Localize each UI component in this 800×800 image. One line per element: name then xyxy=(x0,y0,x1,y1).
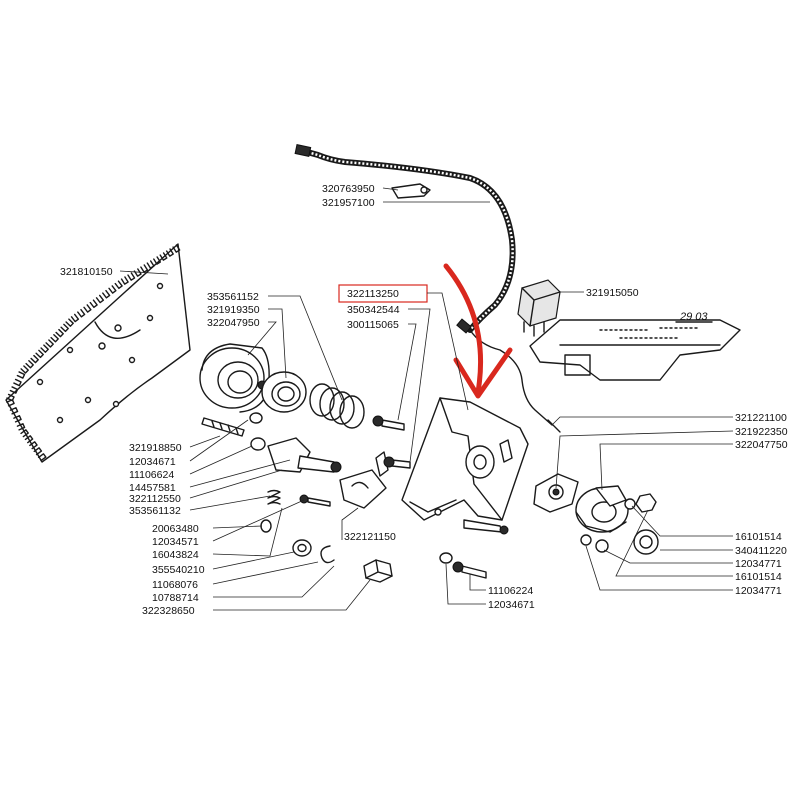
part-label: 20063480 xyxy=(152,523,199,535)
part-label: 12034671 xyxy=(129,456,176,468)
washer-11106224 xyxy=(439,552,453,564)
bracket-clip xyxy=(339,451,389,509)
highlighted-part-label: 322113250 xyxy=(347,288,399,300)
part-label: 321915050 xyxy=(586,287,639,299)
bushing xyxy=(260,519,272,533)
part-label: 322121150 xyxy=(344,531,396,543)
relay-box xyxy=(517,279,561,337)
part-label: 322047750 xyxy=(735,439,788,451)
washer-split xyxy=(292,539,312,557)
part-label: 322328650 xyxy=(142,605,195,617)
leader-lines xyxy=(119,187,734,611)
part-label: 300115065 xyxy=(347,319,399,331)
part-label: 322047950 xyxy=(207,317,260,329)
cable-clip xyxy=(391,183,431,199)
cable-harness xyxy=(294,144,561,433)
part-label: 12034571 xyxy=(152,536,199,548)
part-label: 353561132 xyxy=(129,505,181,517)
part-label: 321922350 xyxy=(735,426,788,438)
bearing-ring xyxy=(261,371,307,413)
part-label: 11068076 xyxy=(152,579,198,591)
nut-16101514 xyxy=(635,493,657,513)
part-label: 322112550 xyxy=(129,493,181,505)
washer-small-a xyxy=(249,412,263,424)
part-label: 340411220 xyxy=(735,545,787,557)
sensor-plate xyxy=(533,473,579,513)
washer-12034771 xyxy=(580,534,609,553)
part-label: 11106224 xyxy=(488,585,533,597)
part-label: 12034771 xyxy=(735,558,782,570)
part-label: 321957100 xyxy=(322,197,375,209)
engine-block-sketch: 29 03 xyxy=(529,311,741,381)
part-label: 320763950 xyxy=(322,183,375,195)
long-bolt xyxy=(201,417,245,437)
part-label: 350342544 xyxy=(347,304,400,316)
sensor-housing xyxy=(575,485,629,533)
pulley-housing xyxy=(199,343,270,413)
part-label: 10788714 xyxy=(152,592,199,604)
part-label: 355540210 xyxy=(152,564,205,576)
bolt-small-a xyxy=(299,494,331,507)
part-label: 321221100 xyxy=(735,412,787,424)
spring-small xyxy=(267,489,281,505)
part-label: 353561152 xyxy=(207,291,259,303)
part-label: 321918850 xyxy=(129,442,182,454)
bolt-350342544 xyxy=(383,456,411,469)
part-label: 12034771 xyxy=(735,585,782,597)
circlip xyxy=(320,545,335,564)
part-label: 14457581 xyxy=(129,482,176,494)
bolt-300115065 xyxy=(372,415,405,431)
part-label: 321919350 xyxy=(207,304,260,316)
bolt-12034671 xyxy=(452,561,487,579)
part-label: 16101514 xyxy=(735,531,782,543)
part-label: 16101514 xyxy=(735,571,782,583)
part-label: 12034671 xyxy=(488,599,535,611)
highlight-arrow xyxy=(443,263,513,399)
highlight-box xyxy=(338,284,428,303)
cap-nut-340411220 xyxy=(633,529,659,555)
drawing-stamp: 29 03 xyxy=(679,311,708,323)
part-labels: 320763950 321957100 321810150 353561152 … xyxy=(60,183,788,617)
coil-spring xyxy=(309,383,365,429)
ring-gear-segment xyxy=(5,243,191,463)
threaded-shaft xyxy=(267,437,342,473)
washer-small-b xyxy=(250,437,266,451)
part-label: 16043824 xyxy=(152,549,199,561)
part-label: 321810150 xyxy=(60,266,113,278)
center-bracket-plate xyxy=(401,397,529,535)
part-label: 11106624 xyxy=(129,469,174,481)
hex-bolt-large xyxy=(363,559,393,583)
